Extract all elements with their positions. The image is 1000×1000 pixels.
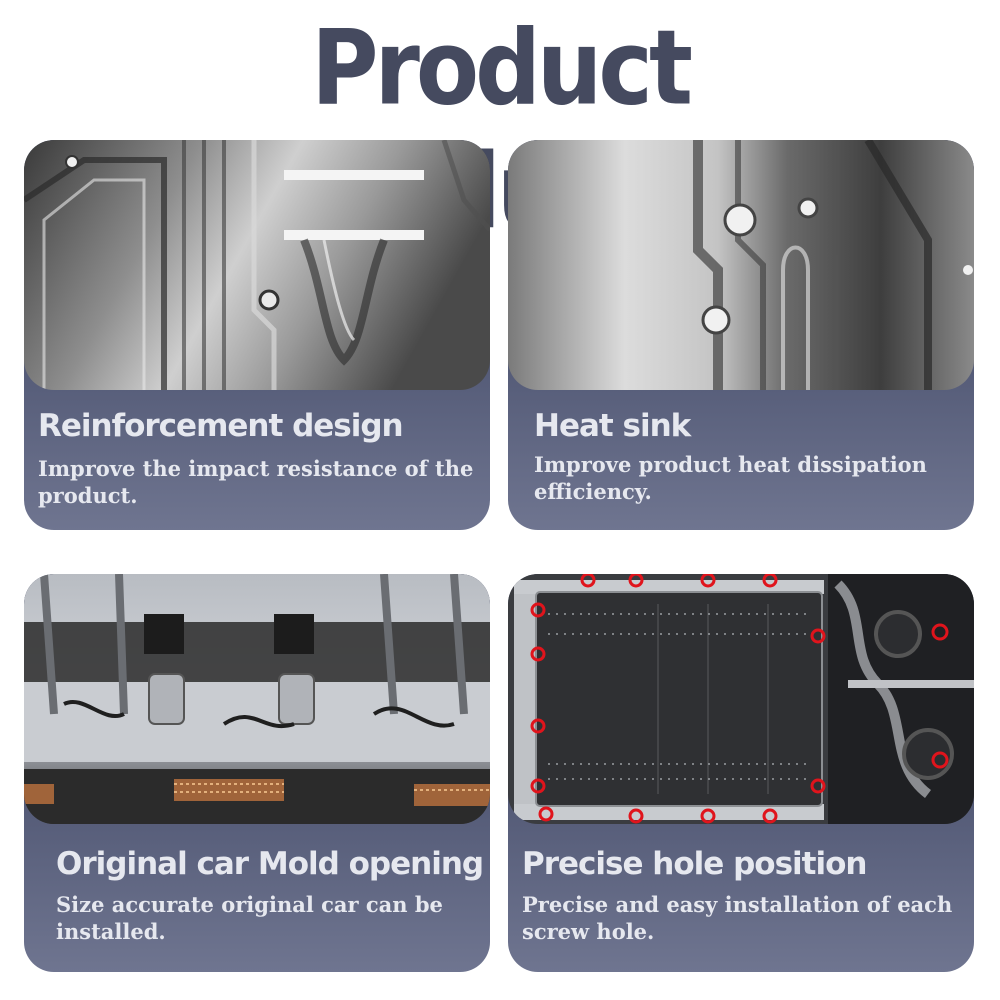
feature-title: Original car Mold opening [56,846,484,882]
feature-card-hole-position: Precise hole position Precise and easy i… [508,574,974,972]
feature-title: Heat sink [534,408,691,444]
feature-card-heat-sink: Heat sink Improve product heat dissipati… [508,140,974,530]
feature-description: Precise and easy installation of each sc… [522,892,953,944]
feature-title: Precise hole position [522,846,868,882]
feature-title: Reinforcement design [38,408,404,444]
feature-card-mold-opening: Original car Mold opening Size accurate … [24,574,490,972]
mold-opening-photo [24,574,490,824]
feature-description: Size accurate original car can be instal… [56,892,443,944]
reinforcement-photo [24,140,490,390]
page-title: Product Introduction [202,8,801,252]
feature-card-reinforcement: Reinforcement design Improve the impact … [24,140,490,530]
feature-description: Improve product heat dissipation efficie… [534,452,927,504]
feature-description: Improve the impact resistance of the pro… [38,456,474,508]
heat-sink-photo [508,140,974,390]
hole-position-photo [508,574,974,824]
